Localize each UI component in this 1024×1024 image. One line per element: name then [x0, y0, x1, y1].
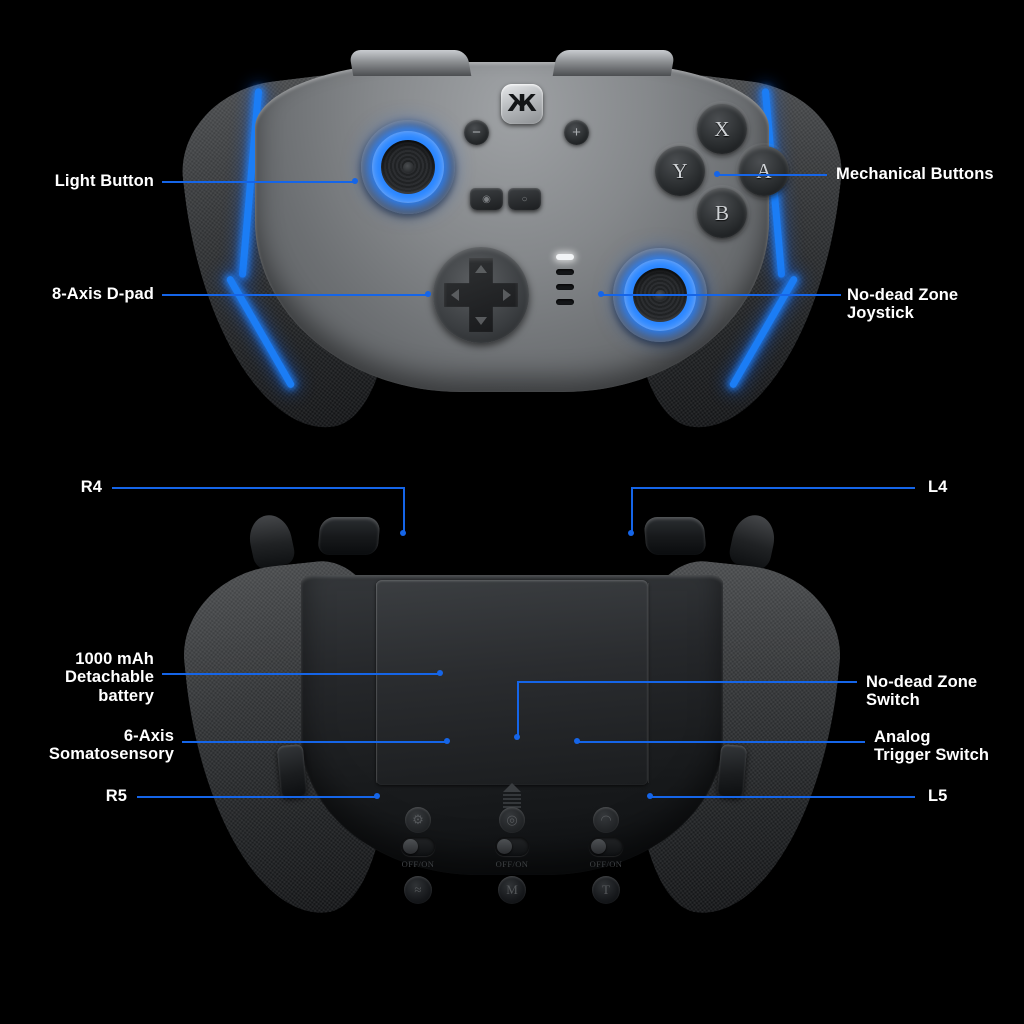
dpad-down-icon: [475, 317, 487, 325]
deadzone-icon: ◎: [499, 807, 525, 833]
gyro-icon: ⚙: [405, 807, 431, 833]
left-joystick-center: [402, 161, 414, 173]
callout-l5: L5: [928, 787, 948, 805]
switch-group: ⚙ OFF/ON ≈ ◎ OFF/ON M ◠ OFF/ON T: [390, 807, 634, 904]
front-faceplate: Ж − + ◉ ○: [255, 50, 789, 392]
leader-mechanical-buttons: [717, 174, 827, 176]
brand-logo-icon: Ж: [507, 90, 537, 117]
leader-r4: [112, 487, 404, 489]
trigger-icon: ◠: [593, 807, 619, 833]
leader-no-dead-zone-switch: [517, 681, 857, 683]
anchor-r4: [400, 530, 406, 536]
shell-seam-right: [648, 583, 649, 783]
turbo-button[interactable]: T: [592, 876, 620, 904]
led-2: [556, 269, 574, 275]
right-trigger[interactable]: [727, 511, 779, 571]
anchor-mechanical-buttons: [714, 171, 720, 177]
back-shell: ⚙ OFF/ON ≈ ◎ OFF/ON M ◠ OFF/ON T: [301, 575, 723, 904]
dpad-left-icon: [451, 289, 459, 301]
callout-analog-trigger-switch: Analog Trigger Switch: [874, 728, 990, 765]
light-button[interactable]: ○: [508, 188, 541, 210]
leader-no-dead-zone-joystick: [601, 294, 841, 296]
callout-6-axis-somatosensory: 6-Axis Somatosensory: [48, 727, 174, 764]
leader-battery: [162, 673, 440, 675]
dpad-right-icon: [503, 289, 511, 301]
dpad[interactable]: [433, 247, 529, 343]
minus-button[interactable]: −: [464, 120, 489, 145]
vibration-button[interactable]: ≈: [404, 876, 432, 904]
somatosensory-toggle[interactable]: [401, 837, 435, 856]
battery-release-latch-icon[interactable]: [499, 783, 525, 810]
leader-l5: [650, 796, 915, 798]
no-dead-zone-toggle[interactable]: [495, 837, 529, 856]
player-led-indicator: [556, 254, 574, 314]
anchor-light-button: [352, 178, 358, 184]
anchor-no-dead-zone-switch: [514, 734, 520, 740]
macro-button[interactable]: M: [498, 876, 526, 904]
x-button[interactable]: X: [697, 104, 747, 154]
callout-no-dead-zone-joystick: No-dead Zone Joystick: [847, 286, 959, 323]
led-3: [556, 284, 574, 290]
y-button[interactable]: Y: [655, 146, 705, 196]
callout-r4: R4: [80, 478, 102, 496]
anchor-l5: [647, 793, 653, 799]
leader-6-axis-somatosensory: [182, 741, 447, 743]
leader-no-dead-zone-drop: [517, 681, 519, 737]
led-1: [556, 254, 574, 260]
leader-l4: [631, 487, 915, 489]
anchor-6-axis-somatosensory: [444, 738, 450, 744]
controller-front-view: Ж − + ◉ ○: [172, 40, 852, 442]
dpad-up-icon: [475, 265, 487, 273]
latch-arrow-icon: [503, 783, 521, 792]
anchor-l4: [628, 530, 634, 536]
home-button[interactable]: Ж: [501, 84, 543, 124]
no-dead-zone-switch-label: OFF/ON: [495, 859, 529, 869]
r5-paddle-button[interactable]: [276, 743, 308, 799]
anchor-no-dead-zone-joystick: [598, 291, 604, 297]
callout-r5: R5: [105, 787, 127, 805]
left-trigger[interactable]: [245, 511, 297, 571]
analog-trigger-switch-label: OFF/ON: [589, 859, 623, 869]
anchor-r5: [374, 793, 380, 799]
a-button[interactable]: A: [739, 146, 789, 196]
callout-no-dead-zone-switch: No-dead Zone Switch: [866, 673, 978, 710]
leader-l4-drop: [631, 487, 633, 533]
l4-paddle-button[interactable]: [643, 517, 707, 555]
callout-battery: 1000 mAh Detachable battery: [64, 650, 154, 705]
callout-mechanical-buttons: Mechanical Buttons: [836, 165, 994, 183]
trigger-switch-column: ◠ OFF/ON T: [578, 807, 634, 904]
r4-paddle-button[interactable]: [317, 517, 381, 555]
l5-paddle-button[interactable]: [716, 743, 748, 799]
callout-8-axis-dpad: 8-Axis D-pad: [51, 285, 154, 303]
somatosensory-switch-column: ⚙ OFF/ON ≈: [390, 807, 446, 904]
capture-button[interactable]: ◉: [470, 188, 503, 210]
anchor-8-axis-dpad: [425, 291, 431, 297]
b-button[interactable]: B: [697, 188, 747, 238]
shell-seam-left: [376, 583, 377, 783]
analog-trigger-toggle[interactable]: [589, 837, 623, 856]
somatosensory-switch-label: OFF/ON: [401, 859, 435, 869]
leader-8-axis-dpad: [162, 294, 428, 296]
plus-button[interactable]: +: [564, 120, 589, 145]
led-4: [556, 299, 574, 305]
leader-r4-drop: [403, 487, 405, 533]
deadzone-switch-column: ◎ OFF/ON M: [484, 807, 540, 904]
leader-analog-trigger-switch: [577, 741, 865, 743]
leader-r5: [137, 796, 377, 798]
controller-back-view: ⚙ OFF/ON ≈ ◎ OFF/ON M ◠ OFF/ON T: [175, 505, 849, 955]
callout-l4: L4: [928, 478, 948, 496]
left-bumper[interactable]: [348, 50, 472, 76]
face-button-cluster: X Y A B: [655, 104, 789, 238]
anchor-analog-trigger-switch: [574, 738, 580, 744]
right-bumper[interactable]: [552, 50, 676, 76]
leader-light-button: [162, 181, 355, 183]
left-joystick[interactable]: [361, 120, 455, 214]
anchor-battery: [437, 670, 443, 676]
callout-light-button: Light Button: [54, 172, 154, 190]
